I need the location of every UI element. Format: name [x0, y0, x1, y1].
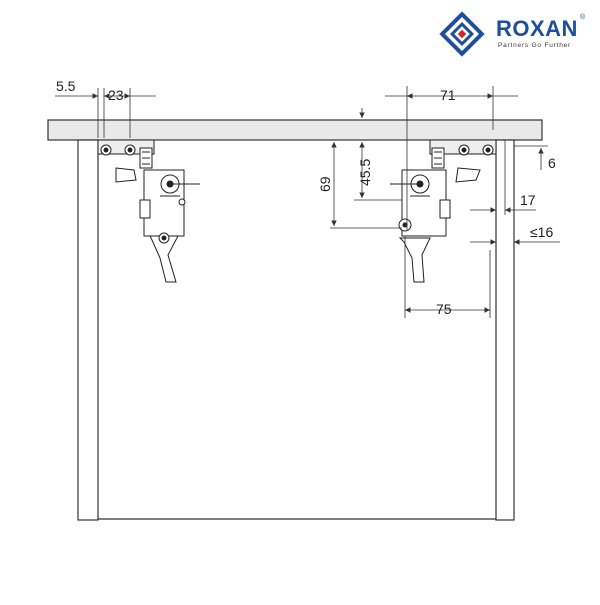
- cabinet: [47, 119, 543, 521]
- left-lift-mechanism: [97, 139, 200, 283]
- roxan-logo-mark: [439, 11, 485, 57]
- dim-label-23: 23: [108, 87, 124, 103]
- dim-label-75: 75: [436, 301, 452, 317]
- left-side-panel: [77, 139, 99, 521]
- dim-label-17: 17: [520, 192, 536, 208]
- dimension-lines: [55, 86, 560, 318]
- lid-panel: [47, 119, 543, 141]
- dim-label-le16: ≤16: [530, 224, 553, 240]
- dim-label-45-5: 45.5: [357, 159, 373, 186]
- right-lift-mechanism: [390, 139, 497, 283]
- dim-label-6: 6: [548, 155, 556, 171]
- registered-mark: ®: [580, 14, 586, 21]
- dim-label-69: 69: [317, 176, 333, 192]
- brand-name: ROXAN: [496, 16, 578, 41]
- dim-label-71: 71: [440, 87, 456, 103]
- dim-label-5-5: 5.5: [56, 78, 76, 94]
- brand-logo: ROXAN ® Partners Go Further: [440, 12, 590, 56]
- brand-tagline: Partners Go Further: [498, 42, 571, 49]
